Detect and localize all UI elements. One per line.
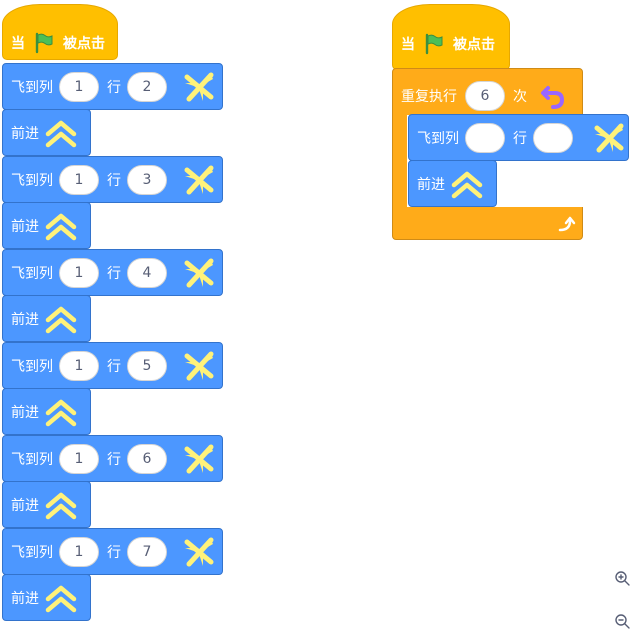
when-flag-clicked-hat-block-2[interactable]: 当 被点击 bbox=[392, 4, 510, 70]
loop-end-arrow-icon bbox=[558, 216, 576, 232]
chevron-up-icon bbox=[45, 585, 77, 612]
column-input[interactable]: 1 bbox=[59, 257, 99, 288]
row-label: 行 bbox=[107, 544, 121, 561]
chevron-up-icon bbox=[45, 399, 77, 426]
fly-to-label: 飞到列 bbox=[11, 79, 53, 96]
chevron-up-icon bbox=[45, 306, 77, 333]
row-label: 行 bbox=[107, 265, 121, 282]
row-input[interactable] bbox=[533, 122, 573, 153]
fly-to-label: 飞到列 bbox=[11, 358, 53, 375]
fly-to-label: 飞到列 bbox=[11, 172, 53, 189]
column-input[interactable]: 1 bbox=[59, 164, 99, 195]
forward-block[interactable]: 前进 bbox=[2, 202, 91, 249]
fly-to-label: 飞到列 bbox=[11, 544, 53, 561]
row-label: 行 bbox=[107, 358, 121, 375]
plane-icon bbox=[184, 165, 214, 195]
row-label: 行 bbox=[107, 451, 121, 468]
zoom-out-icon bbox=[615, 614, 630, 629]
hat-suffix-label: 被点击 bbox=[63, 36, 105, 52]
repeat-suffix-label: 次 bbox=[513, 89, 527, 105]
flag-icon bbox=[425, 33, 443, 55]
column-input[interactable]: 1 bbox=[59, 443, 99, 474]
chevron-up-icon bbox=[45, 213, 77, 240]
forward-label: 前进 bbox=[11, 590, 39, 607]
zoom-in-icon bbox=[615, 571, 630, 586]
when-flag-clicked-hat-block[interactable]: 当 被点击 bbox=[2, 4, 118, 60]
fly-to-label: 飞到列 bbox=[11, 265, 53, 282]
column-input[interactable]: 1 bbox=[59, 350, 99, 381]
plane-icon bbox=[184, 537, 214, 567]
plane-icon bbox=[184, 444, 214, 474]
column-input[interactable]: 1 bbox=[59, 536, 99, 567]
forward-label: 前进 bbox=[11, 497, 39, 514]
chevron-up-icon bbox=[45, 492, 77, 519]
row-input[interactable]: 6 bbox=[127, 443, 167, 474]
hat-prefix-label: 当 bbox=[401, 37, 415, 53]
row-label: 行 bbox=[107, 79, 121, 96]
column-input[interactable] bbox=[465, 122, 505, 153]
fly-to-block[interactable]: 飞到列 行 bbox=[408, 114, 629, 161]
plane-icon bbox=[184, 351, 214, 381]
flag-icon bbox=[35, 32, 53, 54]
row-input[interactable]: 7 bbox=[127, 536, 167, 567]
forward-label: 前进 bbox=[11, 404, 39, 421]
forward-block[interactable]: 前进 bbox=[2, 295, 91, 342]
fly-to-label: 飞到列 bbox=[11, 451, 53, 468]
zoom-in-button[interactable] bbox=[612, 568, 631, 588]
hat-suffix-label: 被点击 bbox=[453, 37, 495, 53]
row-label: 行 bbox=[513, 130, 527, 147]
repeat-times-input[interactable]: 6 bbox=[465, 81, 505, 111]
zoom-out-button[interactable] bbox=[612, 611, 631, 631]
forward-label: 前进 bbox=[11, 218, 39, 235]
plane-icon bbox=[594, 123, 624, 153]
plane-icon bbox=[184, 258, 214, 288]
plane-icon bbox=[184, 72, 214, 102]
row-input[interactable]: 2 bbox=[127, 71, 167, 102]
row-input[interactable]: 3 bbox=[127, 164, 167, 195]
row-input[interactable]: 4 bbox=[127, 257, 167, 288]
forward-block[interactable]: 前进 bbox=[2, 388, 91, 435]
repeat-label: 重复执行 bbox=[401, 89, 457, 105]
forward-block[interactable]: 前进 bbox=[2, 574, 91, 621]
row-label: 行 bbox=[107, 172, 121, 189]
chevron-up-icon bbox=[451, 171, 483, 198]
hat-prefix-label: 当 bbox=[11, 36, 25, 52]
chevron-up-icon bbox=[45, 120, 77, 147]
forward-label: 前进 bbox=[417, 176, 445, 193]
row-input[interactable]: 5 bbox=[127, 350, 167, 381]
fly-to-label: 飞到列 bbox=[417, 130, 459, 147]
column-input[interactable]: 1 bbox=[59, 71, 99, 102]
repeat-arrow-icon bbox=[541, 86, 565, 109]
forward-label: 前进 bbox=[11, 125, 39, 142]
forward-label: 前进 bbox=[11, 311, 39, 328]
forward-block[interactable]: 前进 bbox=[2, 481, 91, 528]
forward-block[interactable]: 前进 bbox=[408, 160, 497, 207]
forward-block[interactable]: 前进 bbox=[2, 109, 91, 156]
